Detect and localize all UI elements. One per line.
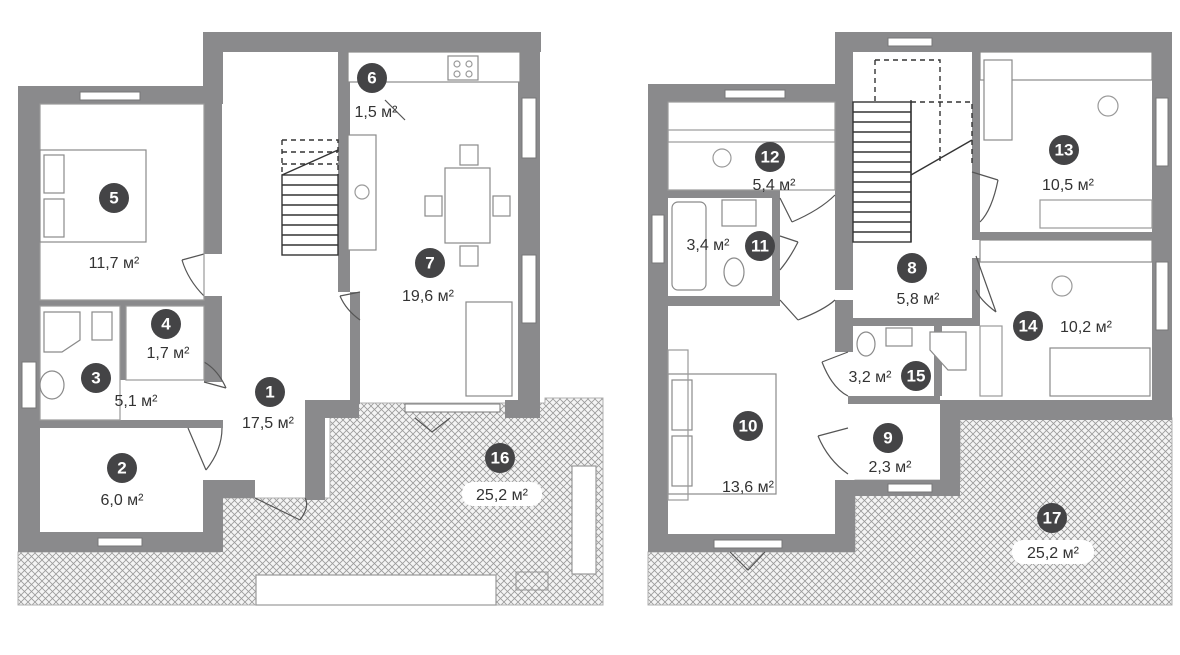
svg-text:6: 6 (367, 69, 376, 88)
room-10-area: 13,6 м² (722, 479, 775, 496)
ground-windows (21, 91, 537, 547)
ground-inner-walls (40, 52, 360, 428)
sink-15 (885, 327, 913, 347)
room-4-badge: 4 (151, 309, 181, 339)
room-9-badge: 9 (873, 423, 903, 453)
room-5-badge: 5 (99, 183, 129, 213)
svg-text:5: 5 (109, 189, 118, 208)
toilet-11 (723, 257, 745, 287)
first-windows (651, 37, 1169, 549)
room-15-area: 3,2 м² (848, 369, 892, 386)
room-8-badge: 8 (897, 253, 927, 283)
terrace-bench (571, 465, 597, 575)
terrace-grill (515, 571, 549, 591)
svg-text:7: 7 (425, 254, 434, 273)
svg-text:15: 15 (907, 367, 926, 386)
room-15-badge: 15 (901, 361, 931, 391)
room-2-badge: 2 (107, 453, 137, 483)
svg-text:16: 16 (491, 449, 510, 468)
first-inner-walls (668, 52, 1152, 404)
first-room-labels: 8 5,8 м² 9 2,3 м² 10 13,6 м² 11 3,4 м² 1… (686, 135, 1113, 564)
svg-text:2: 2 (117, 459, 126, 478)
ground-doors (181, 99, 451, 521)
room-3-badge: 3 (81, 363, 111, 393)
desk-14 (979, 239, 1153, 263)
svg-text:14: 14 (1019, 317, 1038, 336)
sink-3 (39, 370, 65, 400)
kitchen-side-counter (347, 134, 377, 251)
room-10-badge: 10 (733, 411, 763, 441)
room-13-badge: 13 (1049, 135, 1079, 165)
dining-table (444, 167, 491, 244)
room-6-area: 1,5 м² (354, 104, 398, 121)
room-5-area: 11,7 м² (89, 255, 140, 272)
svg-text:1: 1 (265, 383, 274, 402)
ground-room-labels: 1 17,5 м² 2 6,0 м² 3 5,1 м² 4 1,7 м² 5 1… (81, 63, 542, 509)
room-12-area: 5,4 м² (752, 177, 796, 194)
room-11-badge: 11 (745, 231, 775, 261)
svg-text:8: 8 (907, 259, 916, 278)
shower-15 (929, 331, 967, 371)
room-17-area: 25,2 м² (1027, 545, 1080, 562)
terrace-step (255, 574, 497, 606)
room-3-area: 5,1 м² (114, 393, 158, 410)
sofa (465, 301, 513, 397)
room-6-badge: 6 (357, 63, 387, 93)
svg-text:9: 9 (883, 429, 892, 448)
room-1-badge: 1 (255, 377, 285, 407)
room-4-area: 1,7 м² (146, 345, 190, 362)
room-7-area: 19,6 м² (402, 288, 455, 305)
ground-furniture (39, 51, 521, 421)
svg-text:4: 4 (161, 315, 171, 334)
toilet-3 (91, 311, 113, 341)
room-12-badge: 12 (755, 142, 785, 172)
room-16-badge: 16 (485, 443, 515, 473)
room-7-badge: 7 (415, 248, 445, 278)
room-1-area: 17,5 м² (242, 415, 295, 432)
toilet-15 (856, 331, 876, 357)
bed-13 (983, 59, 1013, 141)
svg-text:11: 11 (751, 237, 769, 256)
stove (447, 55, 479, 81)
room-13-area: 10,5 м² (1042, 177, 1095, 194)
room-14-area: 10,2 м² (1060, 319, 1113, 336)
room-11-area: 3,4 м² (686, 237, 730, 254)
svg-text:12: 12 (761, 148, 780, 167)
first-floor-plan: 8 5,8 м² 9 2,3 м² 10 13,6 м² 11 3,4 м² 1… (647, 32, 1173, 606)
bed-14 (1049, 347, 1151, 397)
room-14-badge: 14 (1013, 311, 1043, 341)
first-doors (729, 171, 999, 571)
ground-stairs (281, 139, 339, 256)
room-9-area: 2,3 м² (868, 459, 912, 476)
svg-text:17: 17 (1043, 509, 1062, 528)
shower (43, 311, 81, 353)
svg-text:3: 3 (91, 369, 100, 388)
room-16-area: 25,2 м² (476, 487, 529, 504)
room-17-badge: 17 (1037, 503, 1067, 533)
first-furniture (667, 51, 1153, 501)
ground-floor-plan: 1 17,5 м² 2 6,0 м² 3 5,1 м² 4 1,7 м² 5 1… (17, 32, 604, 606)
svg-text:13: 13 (1055, 141, 1074, 160)
svg-text:10: 10 (739, 417, 758, 436)
sink-11 (721, 199, 757, 227)
room-2-area: 6,0 м² (100, 492, 144, 509)
first-stairs (852, 59, 973, 243)
room-8-area: 5,8 м² (896, 291, 940, 308)
bathtub (671, 201, 707, 291)
